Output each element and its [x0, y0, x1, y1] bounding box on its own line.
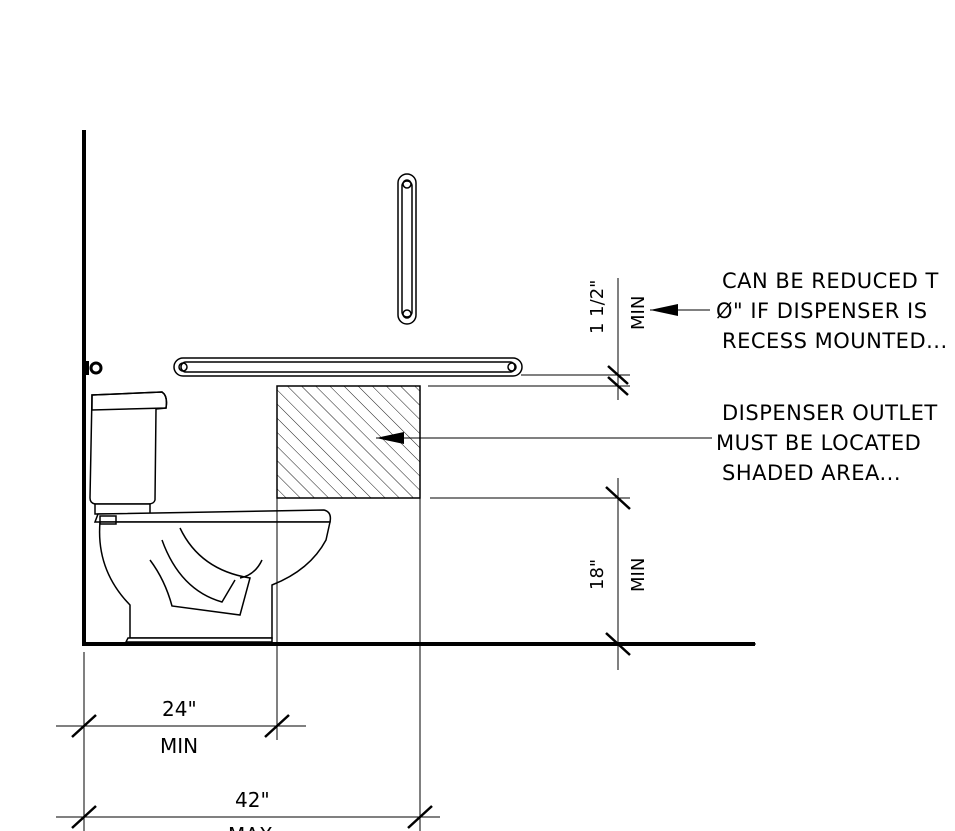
max-distance-value-label: 42" [235, 788, 270, 812]
height-value-label: 18" [587, 559, 608, 590]
min-distance-dimension [56, 714, 306, 738]
extension-lines [83, 374, 756, 831]
toilet-icon [89, 391, 332, 643]
max-distance-qualifier-label: MAX [228, 823, 273, 831]
reduce-note-line-1: CAN BE REDUCED T [722, 269, 939, 293]
gap-value-label: 1 1/2" [587, 280, 608, 334]
outlet-note-line-2: MUST BE LOCATED [716, 431, 921, 455]
tp-holder-icon [84, 361, 103, 375]
max-distance-dimension [56, 805, 440, 829]
reduce-note-line-3: RECESS MOUNTED... [722, 329, 948, 353]
outlet-note-line-3: SHADED AREA... [722, 461, 901, 485]
outlet-note-line-1: DISPENSER OUTLET [722, 401, 938, 425]
outlet-leader-arrow [376, 432, 712, 444]
reduce-note-line-2: Ø" IF DISPENSER IS [716, 299, 928, 323]
vertical-grab-bar [397, 173, 417, 325]
gap-dimension [607, 278, 629, 400]
gap-qualifier-label: MIN [628, 296, 649, 330]
min-distance-value-label: 24" [162, 697, 197, 721]
height-qualifier-label: MIN [628, 558, 649, 592]
min-distance-qualifier-label: MIN [160, 734, 198, 758]
gap-leader-arrow [650, 304, 710, 316]
horizontal-grab-bar [173, 357, 523, 377]
height-dimension [605, 478, 631, 670]
